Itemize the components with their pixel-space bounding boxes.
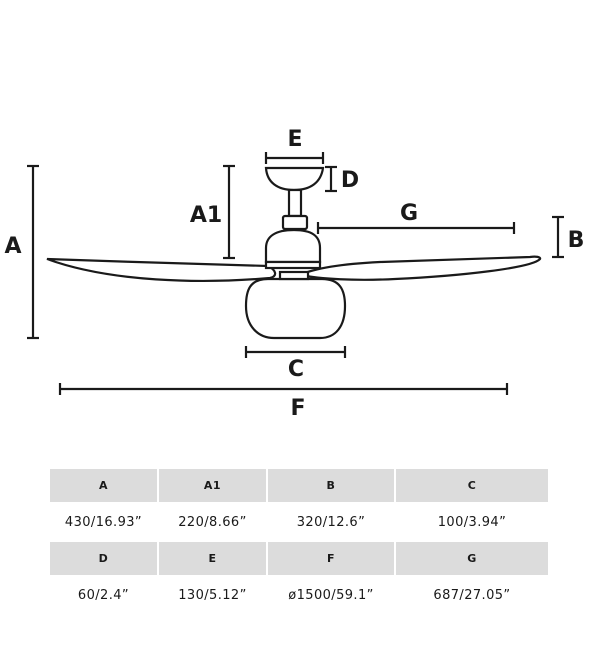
- light-housing: [244, 277, 347, 340]
- table-cell: 430/16.93”: [64, 514, 143, 530]
- table-cell: ø1500/59.1”: [288, 587, 374, 603]
- table-cell: 60/2.4”: [77, 587, 130, 603]
- canopy: [264, 166, 325, 192]
- dimension-f: [58, 383, 509, 395]
- light-neck: [278, 270, 310, 281]
- table-cell: 100/3.94”: [437, 514, 507, 530]
- label-d: D: [341, 168, 359, 193]
- table-header-cell: A1: [159, 469, 266, 502]
- downrod: [287, 188, 303, 218]
- table-cell: 320/12.6”: [296, 514, 366, 530]
- table-row: 60/2.4” 130/5.12” ø1500/59.1” 687/27.05”: [50, 575, 548, 615]
- table-cell: 687/27.05”: [433, 587, 511, 603]
- dimension-a: [27, 164, 39, 340]
- table-header-row: D E F G: [50, 542, 548, 575]
- motor-band: [264, 260, 322, 270]
- motor-housing: [264, 228, 322, 264]
- table-header-cell: B: [268, 469, 394, 502]
- dimension-c: [244, 346, 347, 358]
- table-cell: 220/8.66”: [178, 514, 247, 530]
- label-g: G: [400, 201, 418, 226]
- label-b: B: [568, 228, 585, 253]
- table-header-cell: C: [396, 469, 548, 502]
- table-header-cell: F: [268, 542, 394, 575]
- table-cell: 130/5.12”: [178, 587, 247, 603]
- table-header-cell: A: [50, 469, 157, 502]
- dimension-a1: [223, 164, 235, 260]
- table-header-cell: G: [396, 542, 548, 575]
- downrod-coupler: [281, 214, 309, 231]
- table-header-cell: E: [159, 542, 266, 575]
- dimension-g: [316, 222, 516, 234]
- table-header-row: A A1 B C: [50, 469, 548, 502]
- label-e: E: [287, 127, 302, 152]
- right-blade: [296, 255, 542, 281]
- dimension-e: [264, 152, 325, 164]
- label-f: F: [290, 396, 305, 421]
- left-blade: [46, 257, 277, 282]
- label-a: A: [4, 234, 21, 259]
- label-c: C: [288, 357, 304, 382]
- fan-illustration: [46, 166, 542, 340]
- dimension-d: [325, 165, 337, 193]
- dimension-b: [552, 215, 564, 259]
- table-row: 430/16.93” 220/8.66” 320/12.6” 100/3.94”: [50, 502, 548, 542]
- table-header-cell: D: [50, 542, 157, 575]
- label-a1: A1: [190, 203, 222, 228]
- dimensions-table: A A1 B C 430/16.93” 220/8.66” 320/12.6” …: [48, 469, 550, 615]
- ceiling-fan-dimension-diagram: A A1 E D G B C: [4, 127, 585, 421]
